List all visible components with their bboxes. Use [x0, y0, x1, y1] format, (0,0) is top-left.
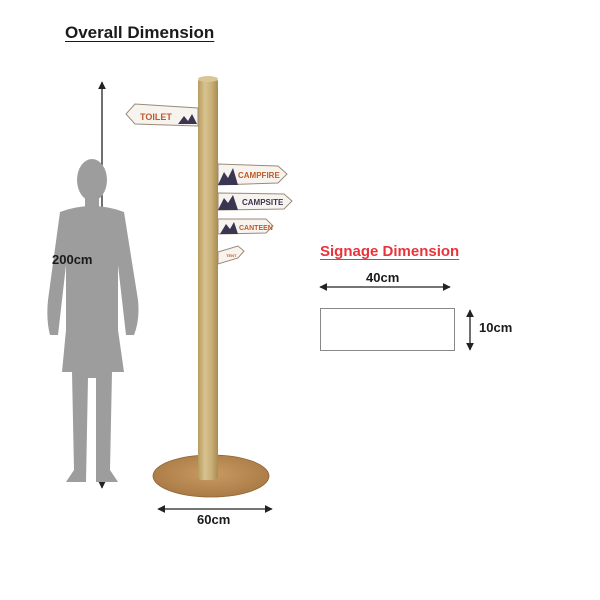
signage-outline-box: [320, 308, 455, 351]
pole: [198, 78, 218, 480]
sign-height-label: 10cm: [479, 320, 513, 335]
sign-tent-label: TENT: [226, 253, 237, 258]
signage-dimension-title: Signage Dimension: [320, 243, 460, 260]
sign-toilet: TOILET: [125, 103, 199, 127]
sign-canteen: CANTEEN: [217, 218, 274, 235]
sign-canteen-label: CANTEEN: [239, 225, 273, 232]
sign-campfire: CAMPFIRE: [217, 163, 288, 186]
sign-tent: TENT: [217, 245, 245, 265]
sign-campsite-label: CAMPSITE: [242, 198, 284, 207]
sign-width-label: 40cm: [366, 270, 400, 285]
sign-campfire-label: CAMPFIRE: [238, 171, 280, 180]
height-label: 200cm: [52, 252, 93, 267]
person-silhouette: [47, 159, 139, 482]
sign-toilet-label: TOILET: [140, 112, 172, 122]
overall-dimension-title: Overall Dimension: [65, 23, 215, 42]
sign-campsite: CAMPSITE: [217, 192, 293, 211]
base-width-label: 60cm: [197, 512, 231, 527]
pole-top: [198, 76, 218, 82]
